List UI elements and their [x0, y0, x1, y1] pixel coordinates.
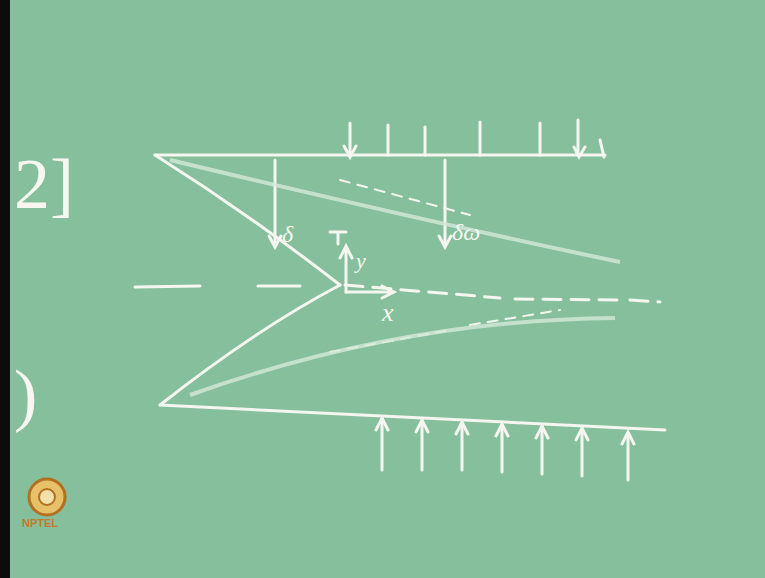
board-edge: [0, 0, 10, 578]
equation-fragment: 2]: [14, 148, 74, 220]
lower-shear-edge: [190, 318, 615, 395]
axis-label: y: [356, 250, 366, 272]
arrow-heads: [344, 140, 604, 157]
chalk-lines: [135, 120, 665, 480]
inflow-line: [135, 286, 300, 287]
delta-marker: [269, 160, 281, 247]
t-tick: [330, 232, 346, 244]
arrow-heads-lower: [376, 418, 634, 444]
lower-splitter: [160, 285, 340, 405]
lower-wall: [160, 405, 665, 430]
upper-wall: [155, 154, 605, 157]
faint-lines: [170, 160, 620, 395]
wall-arrows: [350, 120, 578, 155]
vorticity-thickness-label: δω: [452, 220, 480, 244]
nptel-logo: [29, 479, 65, 515]
watermark: NPTEL: [22, 518, 58, 529]
upper-shear-edge: [170, 160, 620, 262]
axis-label: x: [382, 300, 394, 326]
thickness-label: δ: [282, 222, 293, 246]
equation-fragment: ): [14, 360, 37, 430]
upper-dashed: [340, 180, 470, 215]
delta-omega-marker: [439, 160, 451, 247]
upper-splitter: [155, 155, 340, 285]
